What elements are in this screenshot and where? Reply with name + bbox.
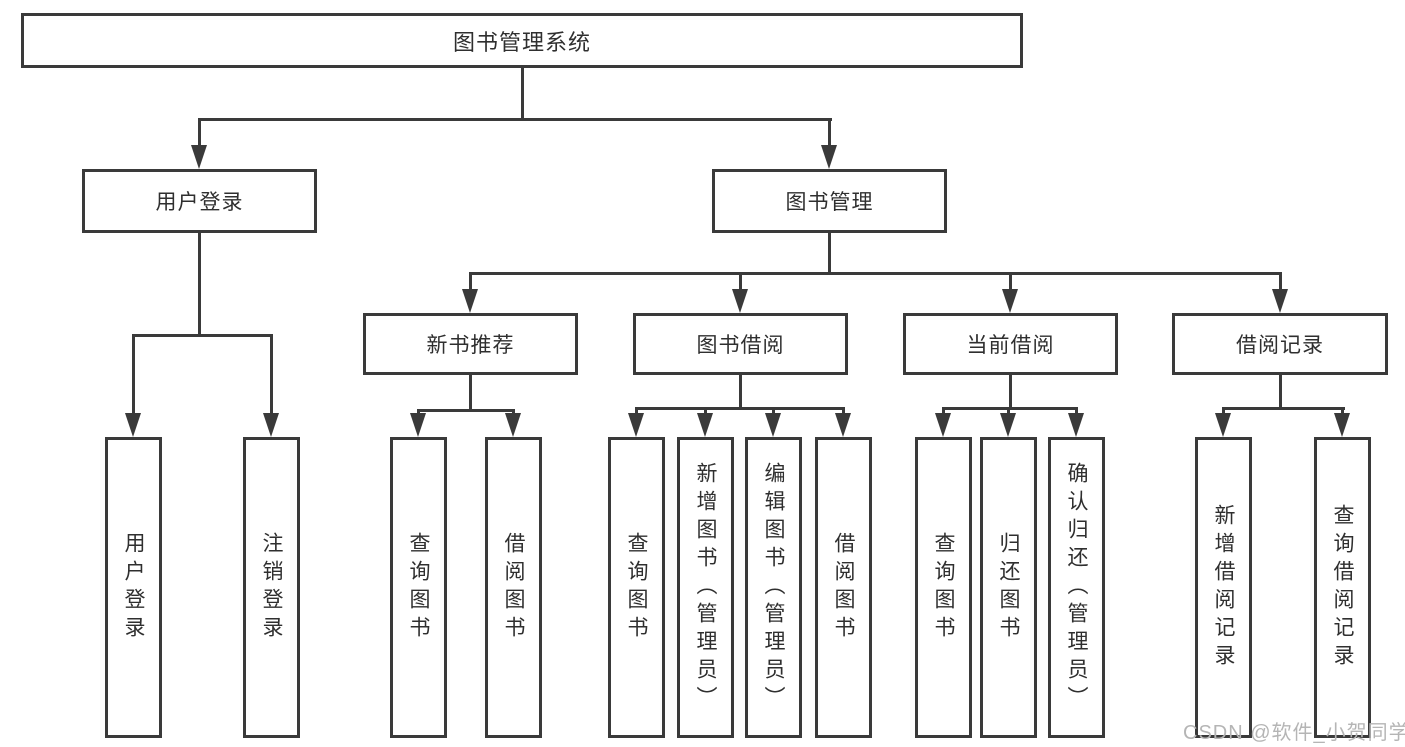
connector-bookmgmt-stem (828, 233, 831, 272)
arrowhead-leaf-query-record (1334, 413, 1350, 437)
node-borrow-records-label: 借阅记录 (1236, 334, 1324, 357)
leaf-return-books-label: 归还图书 (997, 531, 1020, 644)
leaf-return-books: 归还图书 (980, 437, 1037, 738)
arrowhead-leaf-query-current (935, 413, 951, 437)
node-new-book-recommend-label: 新书推荐 (426, 334, 515, 357)
arrowhead-leaf-add-record (1215, 413, 1231, 437)
arrowhead-book-management (821, 145, 837, 169)
connector-borrow-branch (635, 407, 845, 410)
node-root: 图书管理系统 (21, 13, 1023, 68)
arrowhead-leaf-borrow-books (835, 413, 851, 437)
node-book-management-label: 图书管理 (785, 191, 874, 214)
node-new-book-recommend: 新书推荐 (363, 313, 578, 375)
arrowhead-leaf-borrow-recommend (505, 413, 521, 437)
leaf-confirm-return-admin: 确认归还（管理员） (1048, 437, 1105, 738)
leaf-borrow-books: 借阅图书 (815, 437, 872, 738)
connector-current-branch (942, 407, 1078, 410)
connector-records-stem (1279, 375, 1282, 407)
connector-current-drop-3 (1075, 407, 1078, 417)
arrowhead-leaf-return-books (1000, 413, 1016, 437)
node-root-label: 图书管理系统 (452, 29, 591, 55)
leaf-borrow-books-recommend: 借阅图书 (485, 437, 542, 738)
arrowhead-user-login (191, 145, 207, 169)
leaf-add-borrow-record: 新增借阅记录 (1195, 437, 1252, 738)
connector-bookmgmt-drop-2 (739, 272, 742, 291)
leaf-query-books-current-label: 查询图书 (932, 531, 955, 644)
leaf-query-books-recommend-label: 查询图书 (407, 531, 430, 644)
connector-bookmgmt-drop-4 (1279, 272, 1282, 291)
connector-borrow-stem (739, 375, 742, 407)
leaf-add-books-admin-label: 新增图书（管理员） (694, 461, 717, 714)
connector-bookmgmt-branch (469, 272, 1282, 275)
connector-records-branch (1222, 407, 1345, 410)
node-current-borrow-label: 当前借阅 (966, 334, 1055, 357)
node-user-login-label: 用户登录 (155, 191, 244, 214)
leaf-query-books-borrow: 查询图书 (608, 437, 665, 738)
leaf-confirm-return-admin-label: 确认归还（管理员） (1065, 461, 1088, 714)
arrowhead-leaf-confirm-return (1068, 413, 1084, 437)
connector-recommend-stem (469, 375, 472, 409)
leaf-add-books-admin: 新增图书（管理员） (677, 437, 734, 738)
connector-root-branch (198, 118, 832, 121)
leaf-edit-books-admin: 编辑图书（管理员） (745, 437, 802, 738)
connector-borrow-drop-3 (772, 407, 775, 417)
arrowhead-leaf-logout (263, 413, 279, 437)
node-book-management: 图书管理 (712, 169, 947, 233)
leaf-logout-label: 注销登录 (260, 531, 283, 644)
leaf-edit-books-admin-label: 编辑图书（管理员） (762, 461, 785, 714)
connector-borrow-drop-2 (704, 407, 707, 417)
arrowhead-new-book-recommend (462, 289, 478, 313)
leaf-add-borrow-record-label: 新增借阅记录 (1212, 503, 1235, 672)
connector-userlogin-drop-2 (270, 334, 273, 416)
node-book-borrow: 图书借阅 (633, 313, 848, 375)
leaf-query-books-current: 查询图书 (915, 437, 972, 738)
arrowhead-leaf-query-borrow (628, 413, 644, 437)
arrowhead-current-borrow (1002, 289, 1018, 313)
leaf-user-login-label: 用户登录 (122, 531, 145, 644)
connector-current-drop-1 (942, 407, 945, 417)
connector-borrow-drop-1 (635, 407, 638, 417)
connector-recommend-branch (417, 409, 515, 412)
csdn-watermark: CSDN @软件_小贺同学 (1183, 722, 1405, 744)
arrowhead-leaf-add-books (697, 413, 713, 437)
arrowhead-leaf-user-login (125, 413, 141, 437)
leaf-query-borrow-record: 查询借阅记录 (1314, 437, 1371, 738)
connector-bookmgmt-drop-3 (1009, 272, 1012, 291)
leaf-query-books-borrow-label: 查询图书 (625, 531, 648, 644)
node-user-login: 用户登录 (82, 169, 317, 233)
arrowhead-book-borrow (732, 289, 748, 313)
connector-bookmgmt-drop-1 (469, 272, 472, 291)
node-borrow-records: 借阅记录 (1172, 313, 1388, 375)
node-current-borrow: 当前借阅 (903, 313, 1118, 375)
arrowhead-borrow-records (1272, 289, 1288, 313)
leaf-user-login: 用户登录 (105, 437, 162, 738)
connector-current-stem (1009, 375, 1012, 407)
node-book-borrow-label: 图书借阅 (696, 334, 785, 357)
connector-userlogin-drop-1 (132, 334, 135, 416)
leaf-logout: 注销登录 (243, 437, 300, 738)
connector-root-stem (521, 68, 524, 118)
connector-records-drop-1 (1222, 407, 1225, 417)
connector-records-drop-2 (1341, 407, 1344, 417)
connector-root-right-drop (828, 118, 831, 148)
connector-borrow-drop-4 (842, 407, 845, 417)
connector-root-left-drop (198, 118, 201, 148)
connector-userlogin-branch (132, 334, 273, 337)
arrowhead-leaf-query-recommend (410, 413, 426, 437)
leaf-query-borrow-record-label: 查询借阅记录 (1331, 503, 1354, 672)
connector-userlogin-stem (198, 233, 201, 334)
arrowhead-leaf-edit-books (765, 413, 781, 437)
connector-current-drop-2 (1007, 407, 1010, 417)
leaf-query-books-recommend: 查询图书 (390, 437, 447, 738)
leaf-borrow-books-recommend-label: 借阅图书 (502, 531, 525, 644)
leaf-borrow-books-label: 借阅图书 (832, 531, 855, 644)
